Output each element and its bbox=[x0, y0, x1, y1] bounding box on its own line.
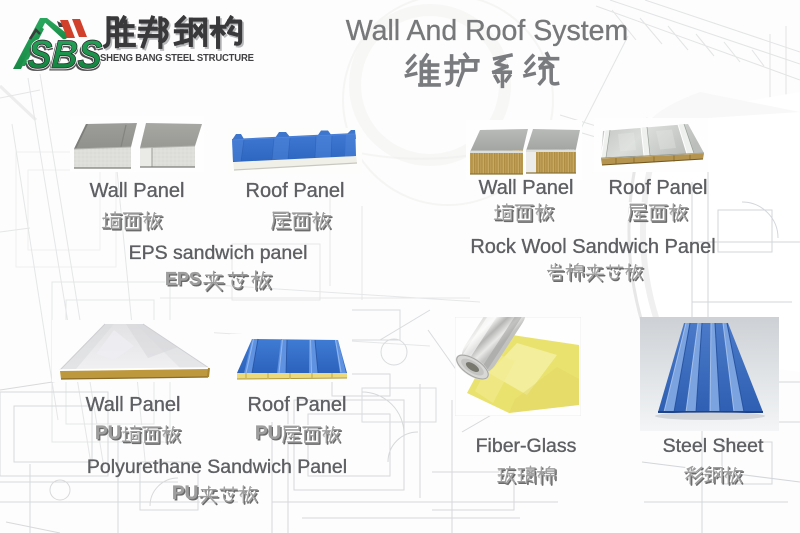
svg-text:SBS: SBS bbox=[24, 36, 101, 80]
svg-text:SBS: SBS bbox=[28, 36, 105, 80]
svg-text:SBS: SBS bbox=[26, 33, 103, 77]
svg-text:SBS: SBS bbox=[26, 33, 103, 77]
